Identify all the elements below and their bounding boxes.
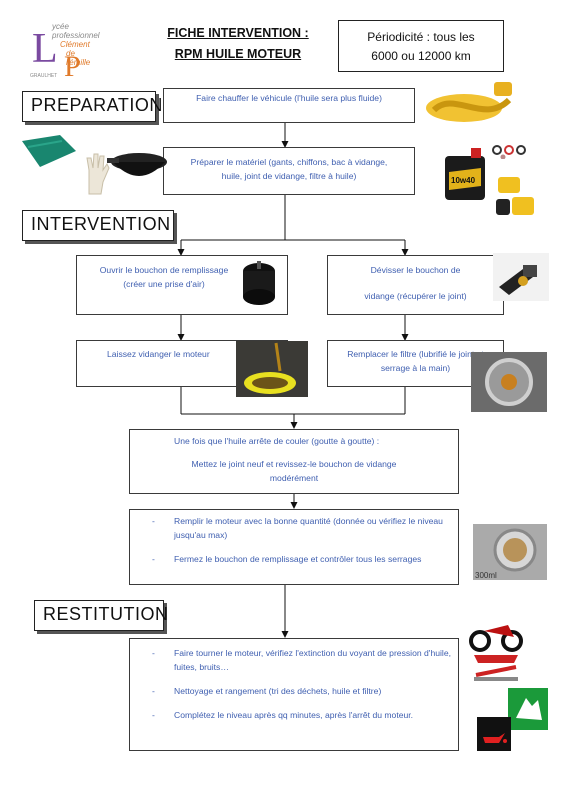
drain-pan-photo (107, 153, 167, 176)
engine-filter-photo (471, 352, 547, 412)
step-prepare-material: Préparer le matériel (gants, chiffons, b… (163, 147, 415, 195)
logo-letter-p: P (64, 50, 81, 80)
step-refill-engine: Remplir le moteur avec la bonne quantité… (129, 509, 459, 585)
logo-letter-l: L (32, 26, 58, 72)
refill-item-1: Remplir le moteur avec la bonne quantité… (152, 514, 450, 542)
logo-line-4: de (66, 49, 75, 58)
step-new-seal: Une fois que l'huile arrête de couler (g… (129, 429, 459, 494)
glove-photo (86, 153, 110, 195)
oil-can-photo: 10w40 (445, 148, 485, 200)
oil-filters-photo (496, 177, 534, 215)
recycle-sign-photo (508, 688, 548, 730)
refill-item-2: Fermez le bouchon de remplissage et cont… (152, 552, 450, 566)
periodicity-line-2: 6000 ou 12000 km (371, 49, 471, 63)
logo-line-1: ycée (52, 22, 69, 31)
oil-warning-light-photo (477, 717, 511, 751)
restitution-item-2: Nettoyage et rangement (tri des déchets,… (152, 684, 452, 698)
step-unscrew-drain-plug: Dévisser le bouchon de vidange (récupére… (327, 255, 504, 315)
restitution-item-1: Faire tourner le moteur, vérifiez l'exti… (152, 646, 452, 674)
periodicity-line-1: Périodicité : tous les (367, 30, 475, 44)
draining-photo (236, 341, 308, 397)
restitution-item-3: Complétez le niveau après qq minutes, ap… (152, 708, 452, 722)
green-cloth-photo (22, 135, 76, 167)
logo-line-5: l'émille (66, 58, 91, 67)
step-heat-engine: Faire chauffer le véhicule (l'huile sera… (163, 88, 415, 123)
logo-line-3: Clément (60, 40, 90, 49)
oil-window-photo: 300ml (473, 524, 547, 580)
page-title-line-1: FICHE INTERVENTION : (167, 26, 309, 40)
periodicity-box: Périodicité : tous les 6000 ou 12000 km (338, 20, 504, 72)
school-logo: L P ycée professionnel Clément de l'émil… (30, 18, 110, 83)
oil-can-label: 10w40 (451, 176, 476, 185)
seal-rings-photo (492, 145, 526, 159)
section-intervention: INTERVENTION (22, 210, 174, 241)
section-preparation: PREPARATION (22, 91, 162, 122)
drain-plug-photo (493, 253, 549, 301)
step-restitution: Faire tourner le moteur, vérifiez l'exti… (129, 638, 459, 751)
page-title-line-2: RPM HUILE MOTEUR (174, 47, 302, 61)
motorbike-lift-photo (469, 625, 523, 681)
filler-cap-photo (243, 261, 275, 305)
oil-pour-photo (426, 82, 512, 122)
section-restitution: RESTITUTION (34, 600, 168, 631)
logo-city: GRAULHET (30, 73, 58, 79)
logo-line-2: professionnel (52, 31, 100, 40)
oil-window-label: 300ml (475, 571, 497, 580)
